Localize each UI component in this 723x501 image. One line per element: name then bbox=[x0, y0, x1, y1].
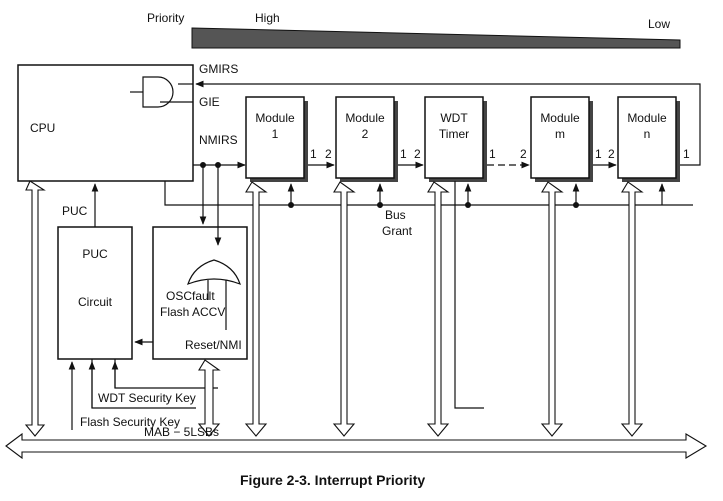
flash-accv-label: Flash ACCV bbox=[160, 305, 225, 319]
svg-text:Timer: Timer bbox=[439, 127, 469, 141]
priority-wedge bbox=[191, 27, 681, 49]
svg-text:2: 2 bbox=[608, 147, 615, 161]
puc-circuit-label: Circuit bbox=[78, 295, 113, 309]
svg-text:Module: Module bbox=[255, 111, 295, 125]
svg-text:Module: Module bbox=[540, 111, 580, 125]
figure-caption: Figure 2-3. Interrupt Priority bbox=[240, 472, 425, 488]
bus-arrows bbox=[24, 180, 644, 437]
svg-text:1: 1 bbox=[400, 147, 407, 161]
priority-high-label: High bbox=[255, 11, 280, 25]
and-gate-icon bbox=[142, 76, 174, 108]
svg-text:1: 1 bbox=[489, 147, 496, 161]
puc-circuit-title: PUC bbox=[82, 247, 108, 261]
or-gate-icon bbox=[187, 259, 241, 286]
svg-text:m: m bbox=[555, 127, 565, 141]
puc-label: PUC bbox=[62, 204, 88, 218]
reset-nmi-label: Reset/NMI bbox=[185, 338, 242, 352]
priority-low-label: Low bbox=[648, 17, 670, 31]
mab-bus bbox=[5, 432, 708, 460]
nmirs-label: NMIRS bbox=[199, 133, 238, 147]
cpu-label: CPU bbox=[30, 121, 55, 135]
priority-label: Priority bbox=[147, 11, 184, 25]
svg-text:Module: Module bbox=[345, 111, 385, 125]
svg-text:1: 1 bbox=[310, 147, 317, 161]
module-wdt-timer: WDT Timer bbox=[424, 96, 487, 182]
cpu-block bbox=[17, 64, 194, 182]
svg-text:Module: Module bbox=[627, 111, 667, 125]
bus-grant-label-2: Grant bbox=[382, 224, 413, 238]
wdt-security-key-label: WDT Security Key bbox=[98, 391, 196, 405]
svg-text:1: 1 bbox=[683, 147, 690, 161]
gmirs-label: GMIRS bbox=[199, 62, 238, 76]
svg-text:2: 2 bbox=[362, 127, 369, 141]
svg-text:n: n bbox=[644, 127, 651, 141]
bus-grant-line bbox=[164, 181, 693, 206]
gie-label: GIE bbox=[199, 95, 220, 109]
mab-label: MAB − 5LSBs bbox=[144, 425, 219, 439]
bus-grant-label-1: Bus bbox=[385, 208, 406, 222]
module-2: Module 2 bbox=[335, 96, 398, 182]
svg-text:WDT: WDT bbox=[440, 111, 468, 125]
svg-text:1: 1 bbox=[272, 127, 279, 141]
svg-text:2: 2 bbox=[414, 147, 421, 161]
module-1: Module 1 bbox=[245, 96, 308, 182]
flash-security-key-label: Flash Security Key bbox=[80, 415, 180, 429]
module-n: Module n bbox=[617, 96, 680, 182]
wdt-to-key-line bbox=[454, 181, 484, 409]
svg-text:2: 2 bbox=[520, 147, 527, 161]
nmi-gate-block bbox=[152, 226, 248, 360]
svg-text:2: 2 bbox=[325, 147, 332, 161]
svg-text:1: 1 bbox=[595, 147, 602, 161]
osc-fault-label: OSCfault bbox=[166, 289, 215, 303]
gmirs-feedback-line bbox=[195, 80, 701, 166]
module-m: Module m bbox=[530, 96, 593, 182]
puc-circuit-block bbox=[57, 226, 133, 360]
